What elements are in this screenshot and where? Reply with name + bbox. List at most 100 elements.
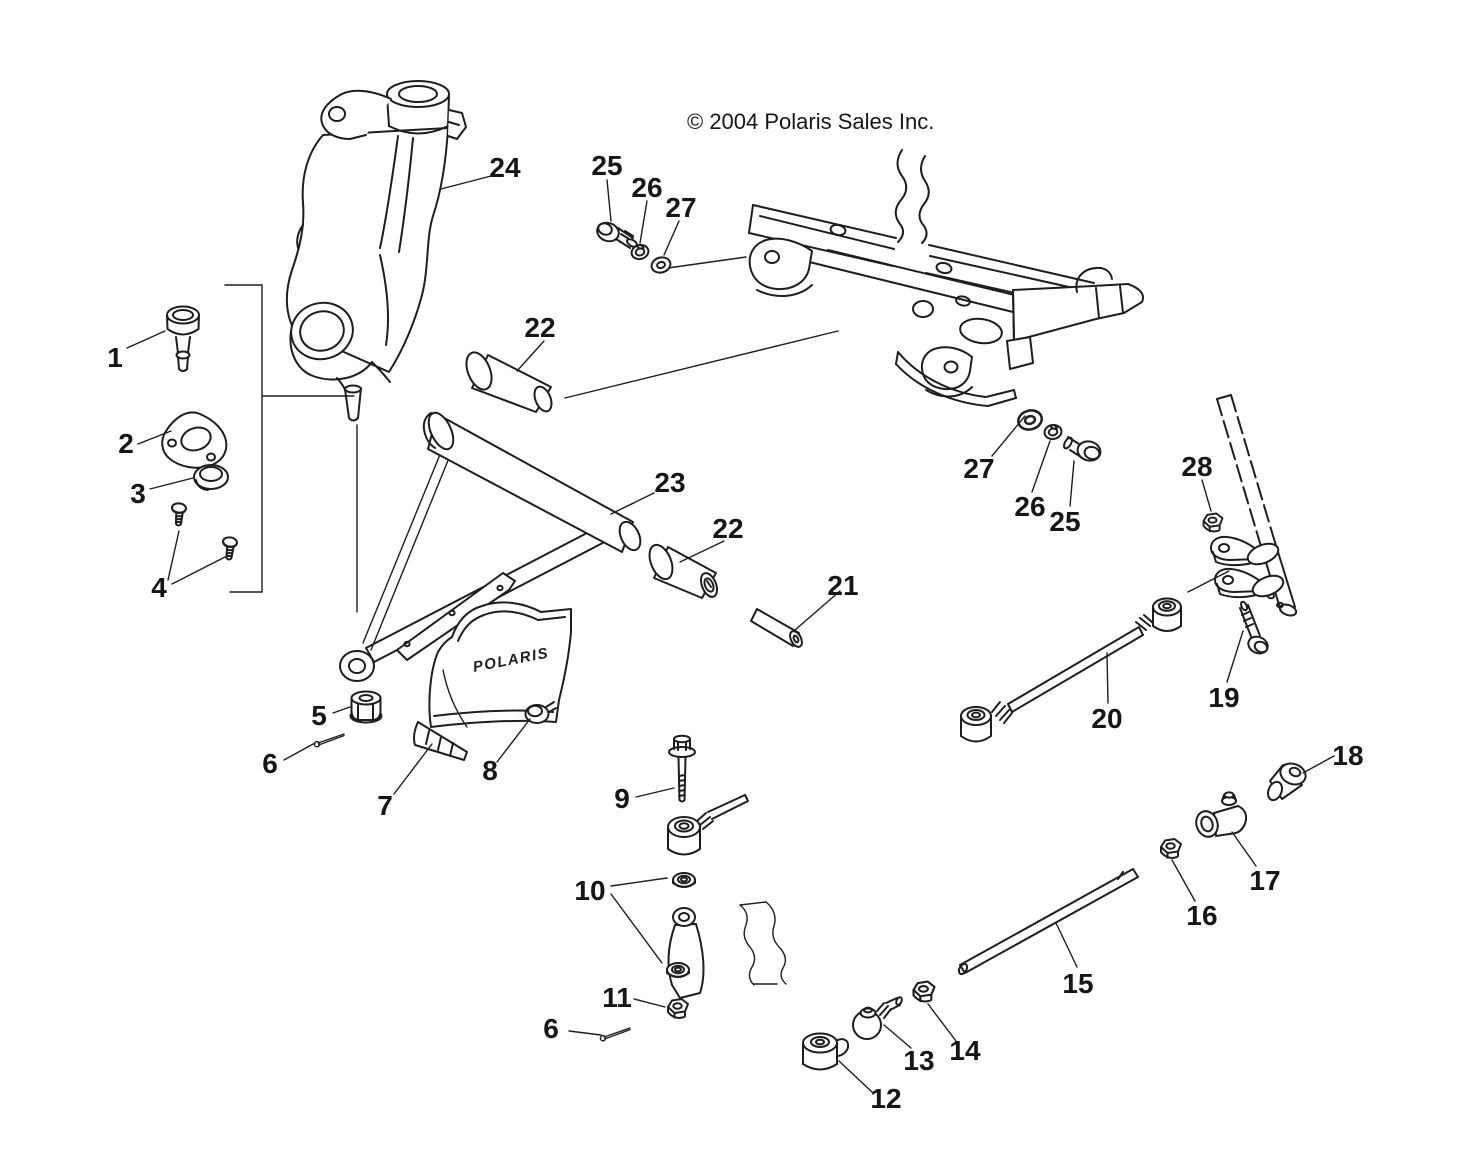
part-18-bushing <box>1267 762 1307 802</box>
callout-25b: 25 <box>1049 460 1081 537</box>
svg-text:18: 18 <box>1332 740 1363 771</box>
part-14-nut <box>912 980 936 1003</box>
part-28-nut <box>1202 512 1224 533</box>
part-24-steering-knuckle <box>286 80 467 422</box>
callout-14: 14 <box>927 1003 981 1066</box>
part-21-spacer-tube <box>750 608 803 648</box>
callouts: 1 2 3 4 5 6 7 8 9 10 11 6 12 13 14 15 16… <box>107 150 1363 1114</box>
svg-text:7: 7 <box>377 790 393 821</box>
callout-2: 2 <box>118 428 172 459</box>
link-rod-end <box>667 794 749 856</box>
callout-22b: 22 <box>679 513 744 563</box>
callout-26b: 26 <box>1014 440 1051 522</box>
callout-10: 10 <box>574 875 668 964</box>
part-17-rod-end <box>1195 791 1248 838</box>
svg-text:22: 22 <box>524 312 555 343</box>
svg-text:16: 16 <box>1186 900 1217 931</box>
callout-17: 17 <box>1231 831 1281 896</box>
callout-18: 18 <box>1302 740 1364 774</box>
frame-weldment <box>748 149 1144 407</box>
part-25b-bolt <box>1063 436 1102 462</box>
callout-9: 9 <box>614 783 675 814</box>
part-4-screws <box>169 501 239 562</box>
svg-text:8: 8 <box>482 755 498 786</box>
part-10a-washer <box>672 872 696 888</box>
part-3-dust-seal <box>193 464 229 491</box>
svg-text:19: 19 <box>1208 682 1239 713</box>
callout-23: 23 <box>610 467 686 515</box>
callout-11: 11 <box>602 982 666 1013</box>
svg-text:3: 3 <box>130 478 146 509</box>
part-22a-sleeve <box>465 351 553 413</box>
svg-text:14: 14 <box>949 1035 981 1066</box>
callout-5: 5 <box>311 700 351 731</box>
linkage-bracket <box>667 901 787 999</box>
callout-28: 28 <box>1181 451 1213 512</box>
steering-column <box>1210 394 1298 617</box>
svg-text:26: 26 <box>631 172 662 203</box>
svg-text:12: 12 <box>870 1083 901 1114</box>
part-12-bushing <box>802 1032 850 1071</box>
part-19-bolt <box>1239 600 1269 655</box>
callout-16: 16 <box>1171 859 1218 931</box>
callout-22a: 22 <box>516 312 556 372</box>
part-26b-lock-washer <box>1042 422 1064 442</box>
svg-text:2: 2 <box>118 428 134 459</box>
copyright-notice: © 2004 Polaris Sales Inc. <box>687 109 934 134</box>
part-6a-cotter-pin <box>313 733 345 748</box>
svg-text:28: 28 <box>1181 451 1212 482</box>
svg-text:25: 25 <box>591 150 622 181</box>
svg-text:11: 11 <box>602 982 632 1013</box>
part-1-ball-joint <box>166 305 200 372</box>
callout-27b: 27 <box>963 415 1026 484</box>
part-13-rod-end <box>852 996 903 1040</box>
svg-text:27: 27 <box>665 192 696 223</box>
svg-text:20: 20 <box>1091 703 1122 734</box>
callout-12: 12 <box>838 1060 902 1114</box>
svg-text:1: 1 <box>107 342 123 373</box>
svg-text:24: 24 <box>489 152 521 183</box>
svg-text:23: 23 <box>654 467 685 498</box>
svg-text:13: 13 <box>903 1045 934 1076</box>
callout-6b: 6 <box>543 1013 602 1044</box>
part-27b-washer <box>1014 406 1046 434</box>
part-27a-washer <box>648 254 674 276</box>
svg-text:21: 21 <box>827 570 858 601</box>
callout-6a: 6 <box>262 742 316 779</box>
callout-24: 24 <box>440 152 521 190</box>
callout-27a: 27 <box>663 192 697 256</box>
part-10b-washer <box>666 962 690 978</box>
part-16-nut <box>1160 838 1182 859</box>
callout-21: 21 <box>794 570 859 631</box>
svg-text:6: 6 <box>262 748 278 779</box>
callout-3: 3 <box>130 477 194 509</box>
part-9-bolt <box>668 734 696 803</box>
svg-text:22: 22 <box>712 513 743 544</box>
part-25a-bolt <box>596 221 638 249</box>
part-6b-cotter-pin <box>599 1027 631 1042</box>
svg-text:15: 15 <box>1062 968 1093 999</box>
part-2-gasket <box>161 411 228 469</box>
assembly-lines <box>224 256 1230 613</box>
callout-26a: 26 <box>631 172 663 244</box>
part-5-nut <box>349 690 383 724</box>
callout-7: 7 <box>377 743 433 821</box>
svg-text:17: 17 <box>1249 865 1280 896</box>
callout-4: 4 <box>151 530 226 603</box>
svg-text:6: 6 <box>543 1013 559 1044</box>
part-11-nut <box>667 998 689 1019</box>
part-22b-sleeve <box>648 543 719 599</box>
svg-text:4: 4 <box>151 572 167 603</box>
callout-19: 19 <box>1208 630 1244 713</box>
callout-15: 15 <box>1055 922 1094 999</box>
svg-text:26: 26 <box>1014 491 1045 522</box>
callout-1: 1 <box>107 330 166 373</box>
callout-20: 20 <box>1091 652 1123 734</box>
svg-text:9: 9 <box>614 783 630 814</box>
callout-13: 13 <box>883 1024 935 1076</box>
callout-8: 8 <box>482 718 531 786</box>
part-15-tie-rod-shaft <box>957 868 1139 976</box>
svg-text:25: 25 <box>1049 506 1080 537</box>
